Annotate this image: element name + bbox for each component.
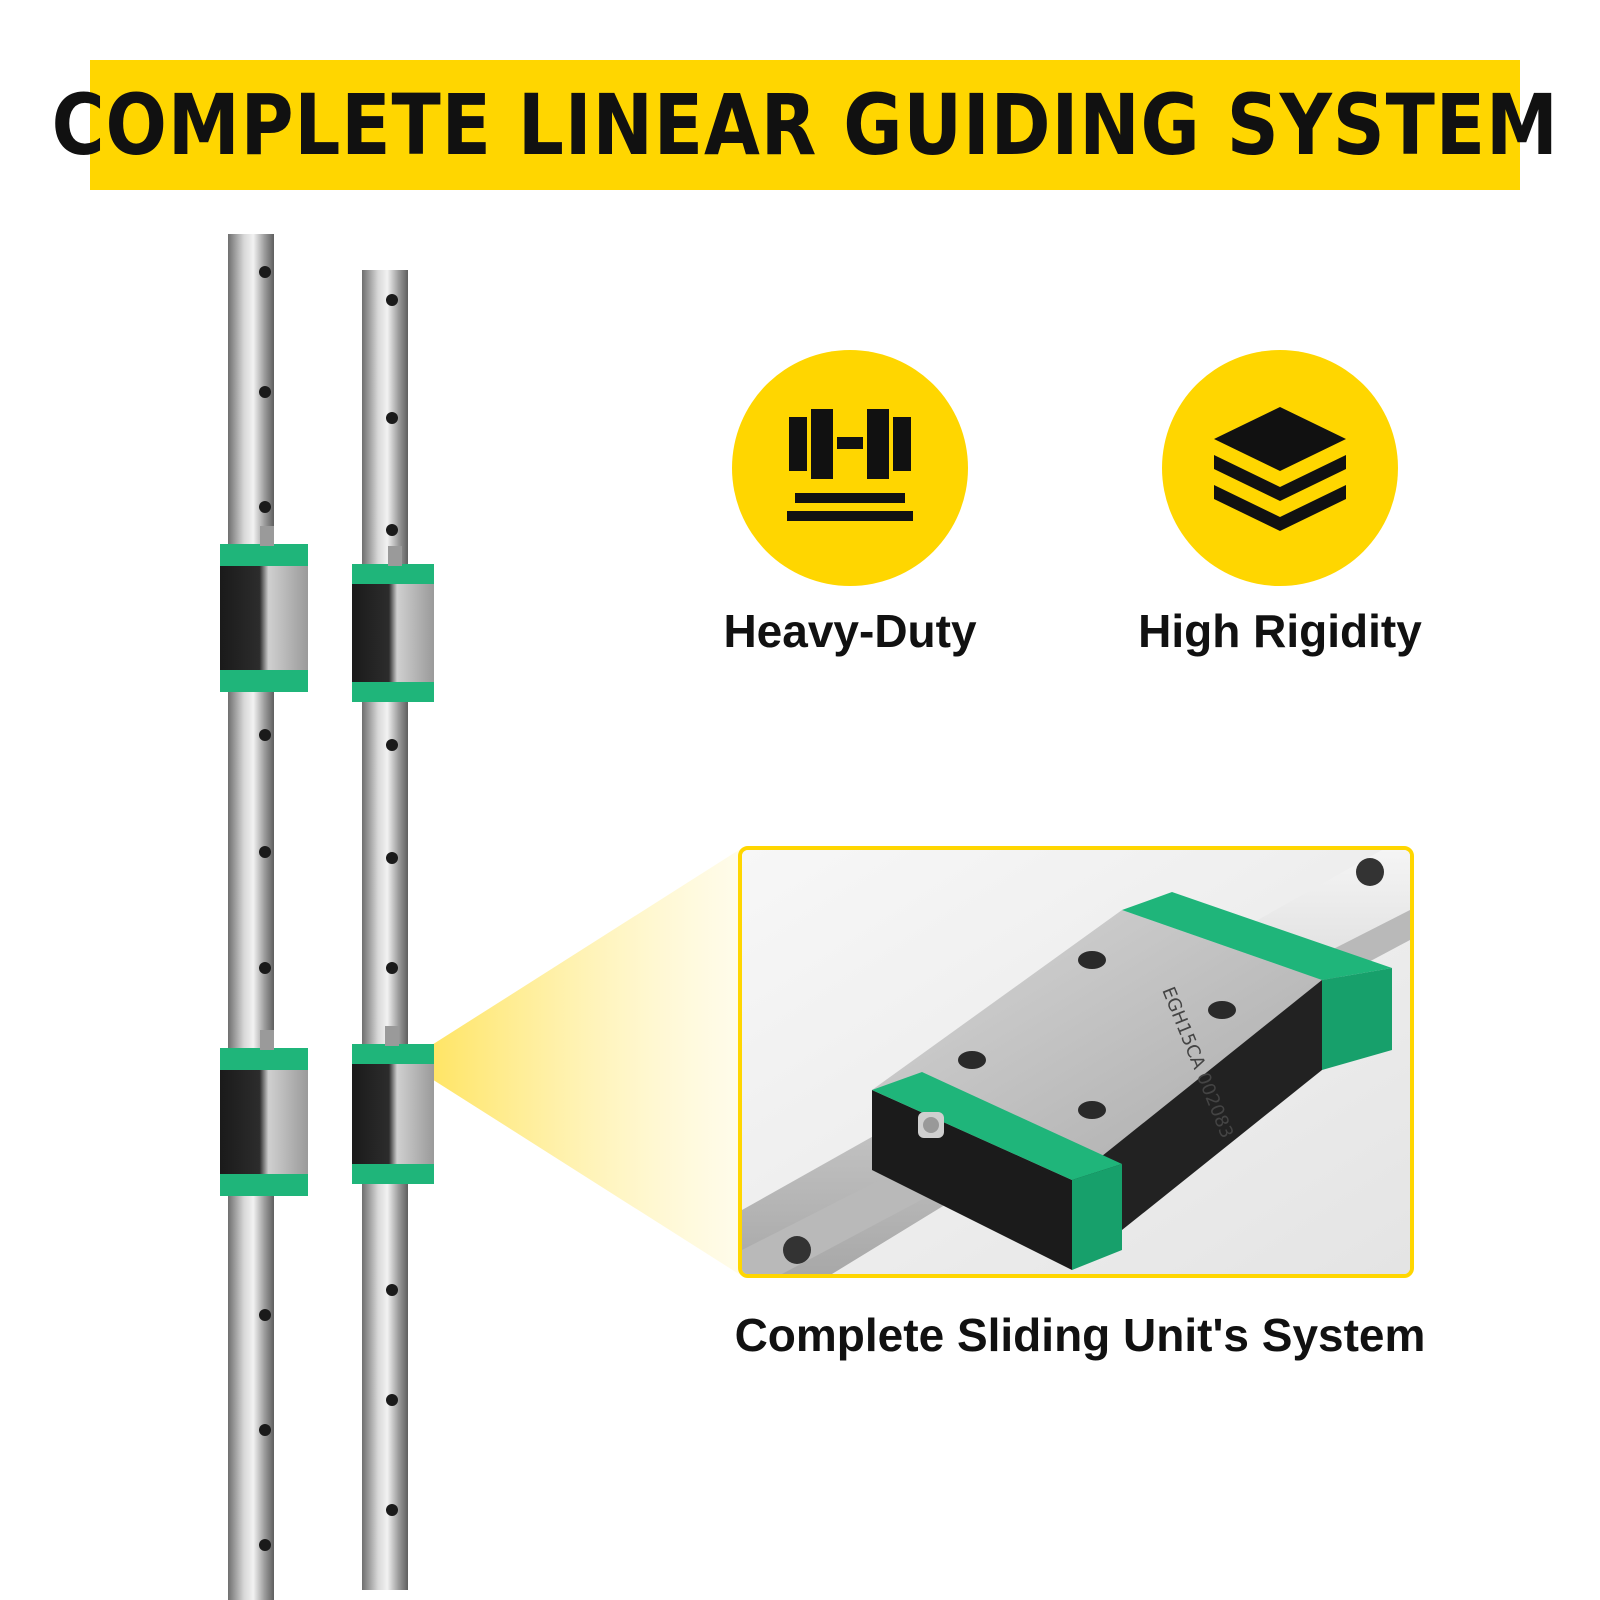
rail-left bbox=[228, 234, 274, 1600]
feature-high-rigidity: High Rigidity bbox=[1070, 350, 1490, 658]
carriage-block-left-top bbox=[220, 526, 308, 692]
page-title: COMPLETE LINEAR GUIDING SYSTEM bbox=[51, 76, 1559, 174]
feature-heavy-duty-label: Heavy-Duty bbox=[723, 605, 977, 657]
heavy-duty-icon bbox=[787, 409, 913, 521]
zoom-caption: Complete Sliding Unit's System bbox=[734, 1309, 1426, 1361]
zoom-detail-frame: EGH15CA 002083 bbox=[738, 846, 1414, 1278]
title-banner: COMPLETE LINEAR GUIDING SYSTEM bbox=[51, 60, 1558, 190]
carriage-block-right-top bbox=[352, 546, 434, 702]
sliding-unit-closeup: EGH15CA 002083 bbox=[742, 850, 1410, 1274]
carriage-block-left-bottom bbox=[220, 1030, 308, 1196]
feature-high-rigidity-circle bbox=[1162, 350, 1398, 586]
feature-heavy-duty-circle bbox=[732, 350, 968, 586]
feature-heavy-duty: Heavy-Duty bbox=[640, 350, 1060, 658]
feature-high-rigidity-label: High Rigidity bbox=[1138, 605, 1422, 657]
layers-icon bbox=[1214, 407, 1346, 531]
carriage-block-right-bottom bbox=[352, 1026, 434, 1184]
rail-right bbox=[362, 270, 408, 1590]
